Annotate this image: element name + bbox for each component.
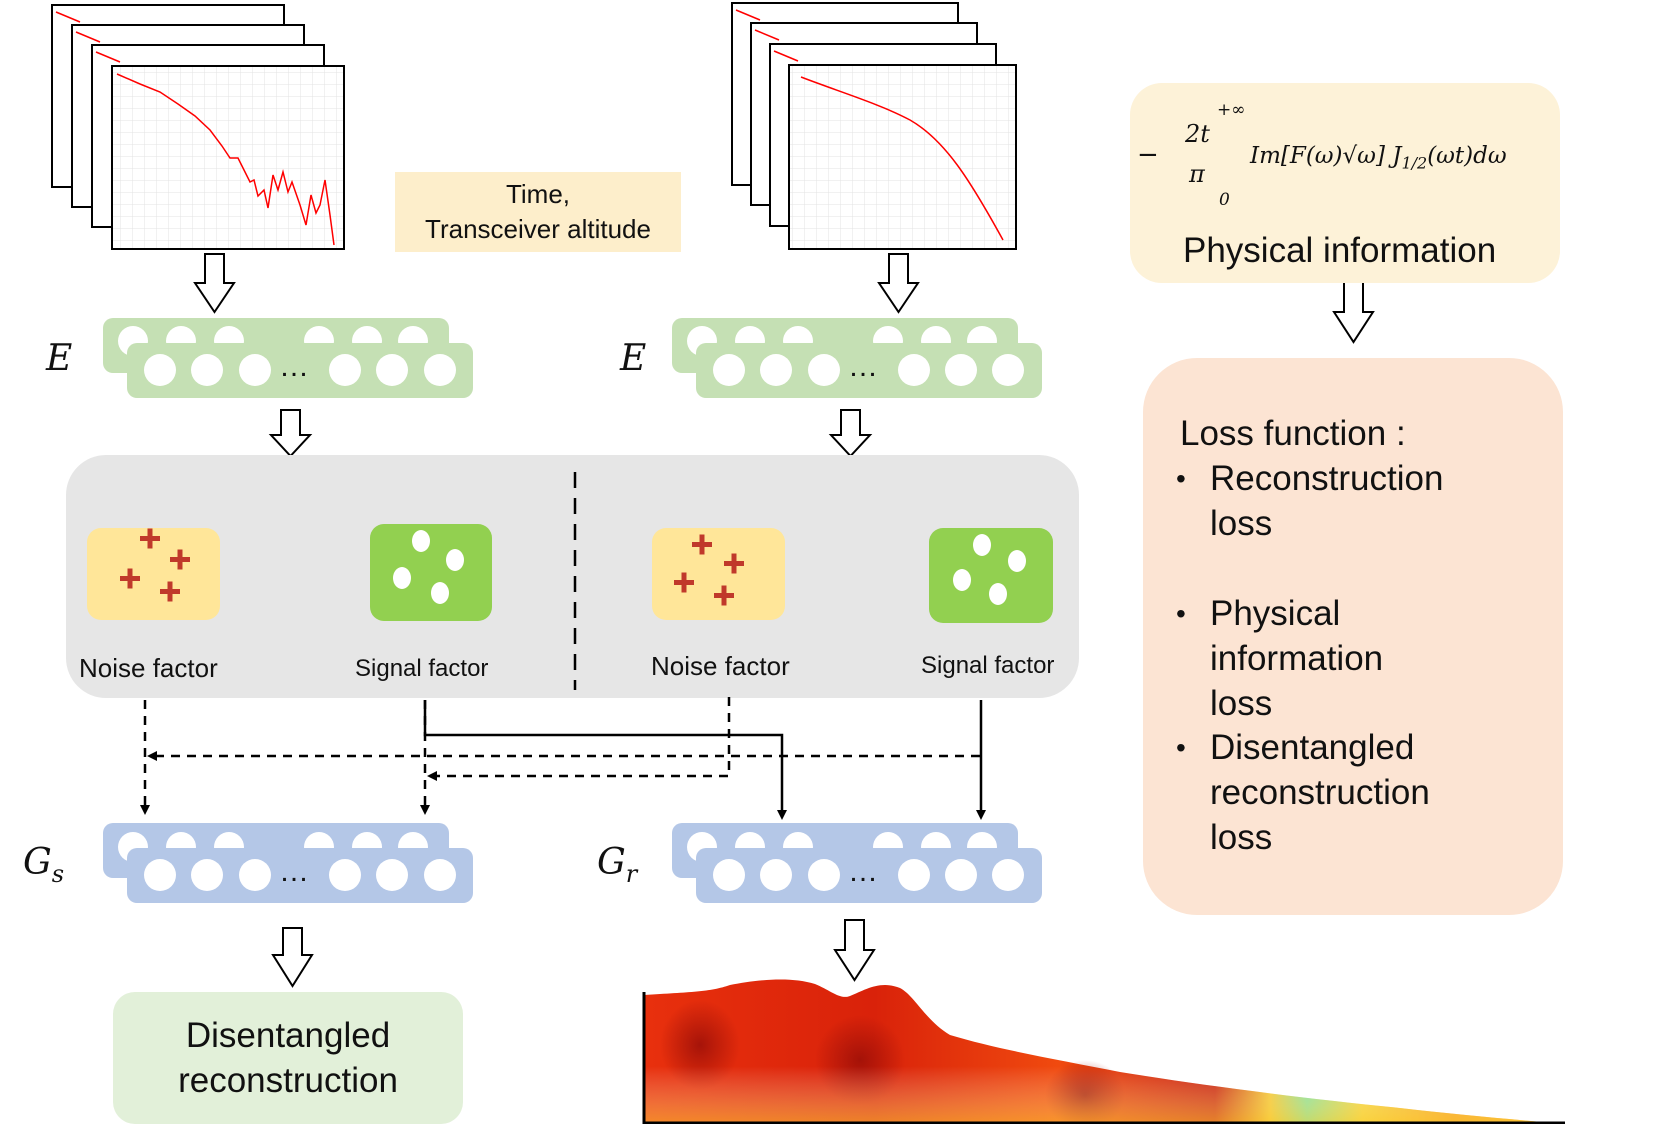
output-line2: reconstruction — [178, 1061, 398, 1100]
down-arrow — [833, 919, 876, 982]
loss-function-box — [1143, 358, 1563, 915]
bullet-icon: • — [1176, 598, 1186, 629]
down-arrow — [268, 409, 313, 458]
formula-integrand-tail: (ωt)dω — [1427, 143, 1507, 169]
output-line1: Disentangled — [185, 1016, 391, 1055]
encoder-left — [103, 318, 473, 398]
dashed-connector — [427, 697, 731, 781]
signal-factor-label-right: Signal factor — [921, 652, 1055, 679]
bullet-icon: • — [1176, 732, 1186, 763]
formula-lower-limit: 0 — [1219, 190, 1230, 210]
formula-minus: − — [1137, 140, 1159, 170]
noisy-curve — [116, 73, 335, 246]
down-arrow — [193, 253, 236, 314]
encoder-label-left: E — [46, 338, 73, 379]
generator-gs-sub: s — [51, 860, 65, 889]
clean-signal-stack — [731, 2, 1017, 250]
plot-curve — [735, 9, 761, 21]
down-arrow — [271, 927, 314, 988]
generator-ellipsis: … — [279, 855, 309, 888]
noisy-signal-stack — [51, 4, 345, 250]
solid-connector — [423, 700, 787, 820]
generator-gs-main: G — [23, 842, 52, 883]
formula-integrand-main: Im[F(ω)√ω] J — [1250, 143, 1402, 169]
heatmap-shade — [644, 979, 1565, 1124]
smooth-curve — [800, 76, 1004, 241]
plot-curve — [75, 31, 101, 43]
context-line1: Time, — [505, 179, 571, 209]
encoder-ellipsis: … — [848, 350, 878, 383]
plot-curve — [95, 51, 121, 63]
generator-gr-sub: r — [625, 860, 638, 889]
latent-connections — [140, 697, 986, 820]
plot-curve — [754, 29, 780, 41]
loss-item-text: Reconstruction loss — [1210, 459, 1444, 543]
noise-factor-label-left: Noise factor — [79, 653, 218, 683]
context-input-box: Time, Transceiver altitude — [395, 172, 681, 252]
formula-upper-limit: +∞ — [1217, 100, 1246, 120]
encoder-right — [672, 318, 1042, 398]
down-arrow — [877, 253, 920, 314]
generator-gs — [103, 823, 473, 903]
bullet-icon: • — [1176, 463, 1186, 494]
signal-factor-label-left: Signal factor — [355, 655, 489, 682]
loss-function-title: Loss function : — [1180, 414, 1406, 453]
plot-curve — [55, 11, 81, 23]
formula-frac-den: π — [1189, 160, 1205, 188]
signal-factor-right — [929, 528, 1053, 623]
loss-item-text: Physical information loss — [1210, 594, 1384, 723]
flow-arrows — [193, 253, 1375, 988]
formula-frac-num: 2t — [1185, 120, 1210, 148]
signal-factor-left — [370, 524, 492, 621]
generator-gr-label: Gr — [597, 842, 637, 888]
disentangled-reconstruction-box: Disentangled reconstruction — [113, 992, 463, 1124]
context-line2: Transceiver altitude — [425, 214, 651, 244]
plot-curve — [773, 50, 799, 62]
down-arrow — [1332, 281, 1375, 344]
noise-factor-label-right: Noise factor — [651, 651, 790, 681]
formula-bessel-sub: 1/2 — [1401, 153, 1428, 173]
plot-grid — [113, 67, 343, 248]
plot-grid — [790, 66, 1015, 248]
encoder-label-right: E — [620, 338, 647, 379]
resistivity-section — [642, 979, 1565, 1124]
noise-factor-right — [652, 528, 785, 620]
loss-item-text: Disentangled reconstruction loss — [1210, 728, 1430, 857]
down-arrow — [828, 409, 873, 458]
physical-information-box — [1130, 83, 1560, 283]
generator-gs-label: Gs — [23, 842, 64, 888]
generator-gr-main: G — [597, 842, 626, 883]
formula-integrand: Im[F(ω)√ω] J1/2(ωt)dω — [1250, 143, 1507, 173]
latent-panel — [66, 455, 1079, 698]
generator-ellipsis: … — [848, 855, 878, 888]
noise-factor-left — [87, 528, 220, 620]
physical-information-caption: Physical information — [1183, 231, 1497, 270]
generator-gr — [672, 823, 1042, 903]
encoder-ellipsis: … — [279, 350, 309, 383]
